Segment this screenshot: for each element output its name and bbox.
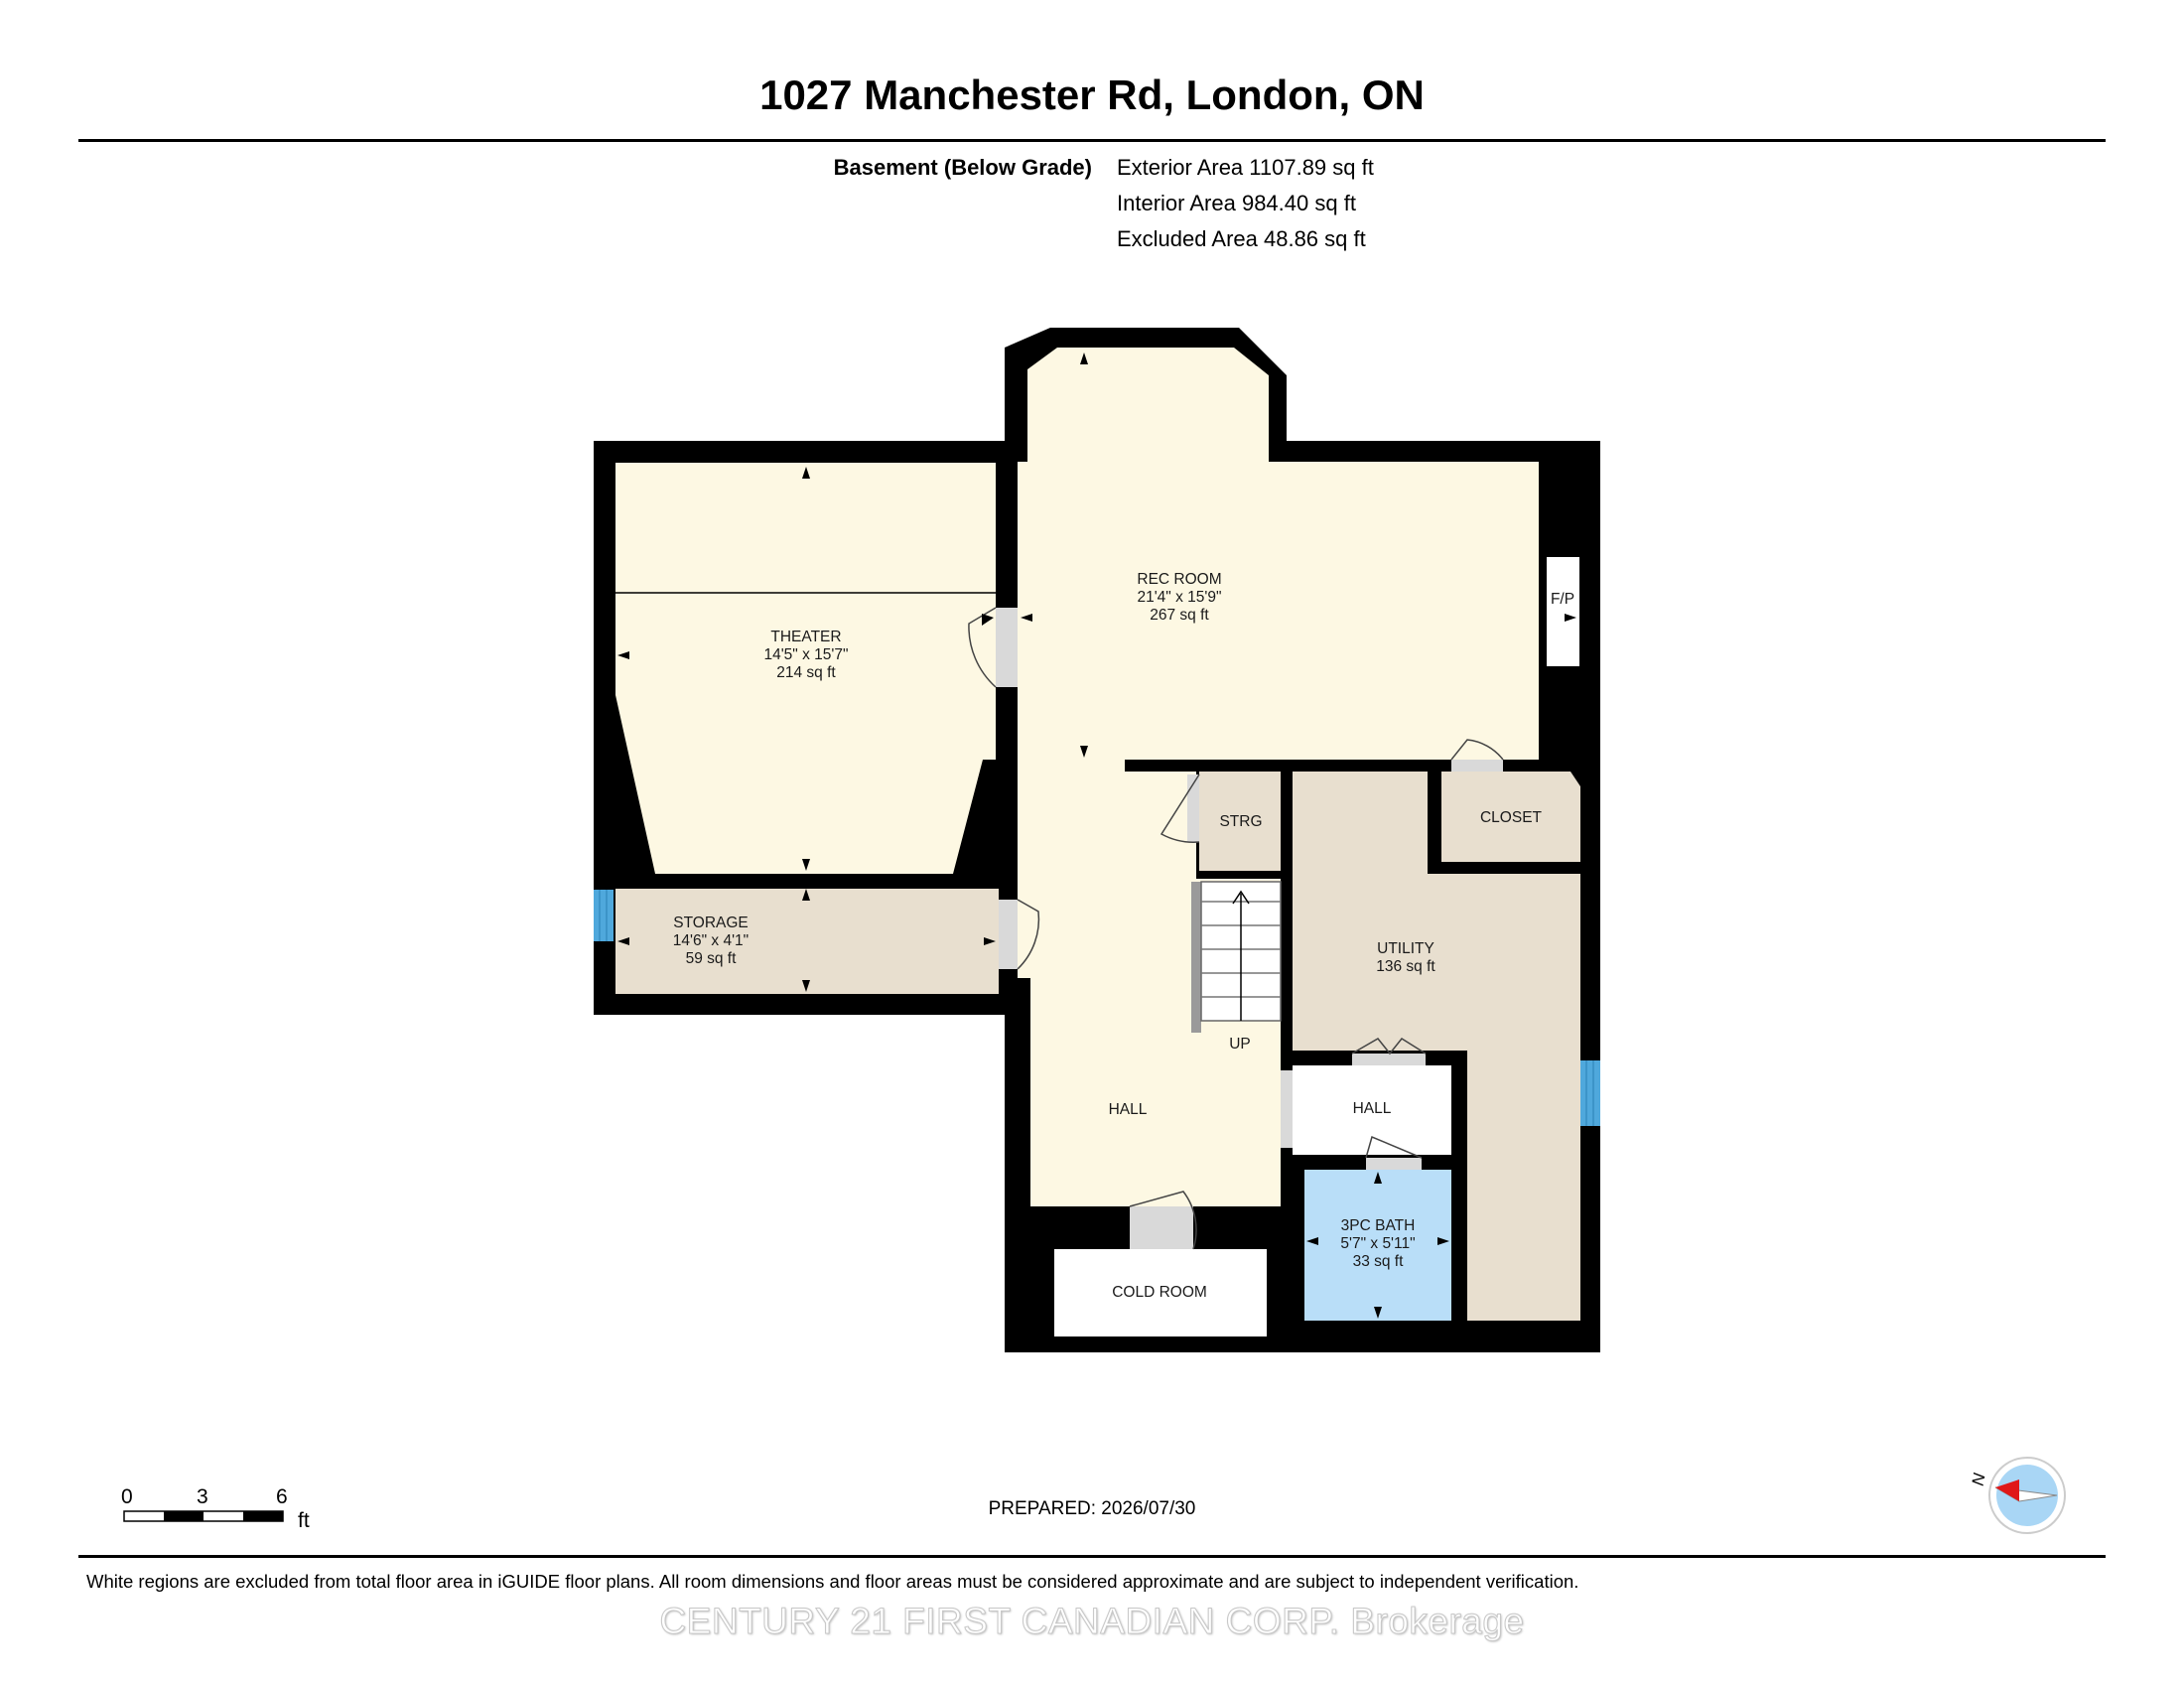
excluded-area: Excluded Area 48.86 sq ft [1117,226,1366,251]
theater-name: THEATER [770,629,841,645]
brokerage-watermark: CENTURY 21 FIRST CANADIAN CORP. Brokerag… [659,1601,1525,1642]
room-closet [1441,772,1580,862]
room-hall-small [1293,1065,1451,1155]
windows [594,890,1600,1126]
scale-tick-0: 0 [121,1485,133,1508]
doors [968,607,1504,1250]
room-storage [615,889,999,994]
rec-room-area: 267 sq ft [1150,607,1209,624]
compass-north-label: N [1969,1472,1989,1487]
bath-area: 33 sq ft [1353,1253,1405,1270]
hall-main-label: HALL [1109,1101,1148,1118]
hall-small-label: HALL [1353,1100,1392,1117]
rec-room-dims: 21'4" x 15'9" [1137,589,1221,606]
room-bath [1304,1170,1451,1321]
room-theater [615,463,996,874]
room-strg [1199,772,1281,871]
cold-room-label: COLD ROOM [1112,1284,1207,1301]
fp-label: F/P [1551,591,1574,608]
disclaimer-note: White regions are excluded from total fl… [86,1571,1579,1592]
scale-tick-6: 6 [276,1485,288,1508]
scale-bar: 0 3 6 ft [121,1485,310,1532]
room-utility [1293,772,1580,1321]
scale-tick-3: 3 [197,1485,208,1508]
level-label: Basement (Below Grade) [833,155,1092,180]
theater-area: 214 sq ft [776,664,836,681]
compass-icon: N [1969,1457,2066,1534]
closet-label: CLOSET [1480,809,1543,826]
scale-unit: ft [298,1509,310,1532]
storage-area: 59 sq ft [686,950,738,967]
room-cold-room [1054,1249,1267,1336]
storage-dims: 14'6" x 4'1" [673,932,749,949]
footer-divider [78,1555,2106,1558]
bath-name: 3PC BATH [1341,1217,1416,1234]
utility-name: UTILITY [1377,940,1434,957]
strg-label: STRG [1219,813,1262,830]
page-title: 1027 Manchester Rd, London, ON [759,71,1425,118]
theater-dims: 14'5" x 15'7" [763,646,848,663]
dimension-markers [617,352,1576,1319]
prepared-date: PREPARED: 2026/07/30 [988,1498,1196,1519]
bath-dims: 5'7" x 5'11" [1340,1235,1415,1252]
room-hall-main [1018,760,1281,1206]
interior-area: Interior Area 984.40 sq ft [1117,191,1356,215]
header-divider [78,139,2106,142]
storage-name: STORAGE [673,914,749,931]
utility-area: 136 sq ft [1376,958,1435,975]
room-rec-room [1018,348,1539,760]
stairs-up-label: UP [1229,1036,1251,1053]
rec-room-name: REC ROOM [1137,571,1221,588]
fireplace [1545,555,1581,668]
stairs [1191,881,1282,1033]
exterior-area: Exterior Area 1107.89 sq ft [1117,155,1374,180]
